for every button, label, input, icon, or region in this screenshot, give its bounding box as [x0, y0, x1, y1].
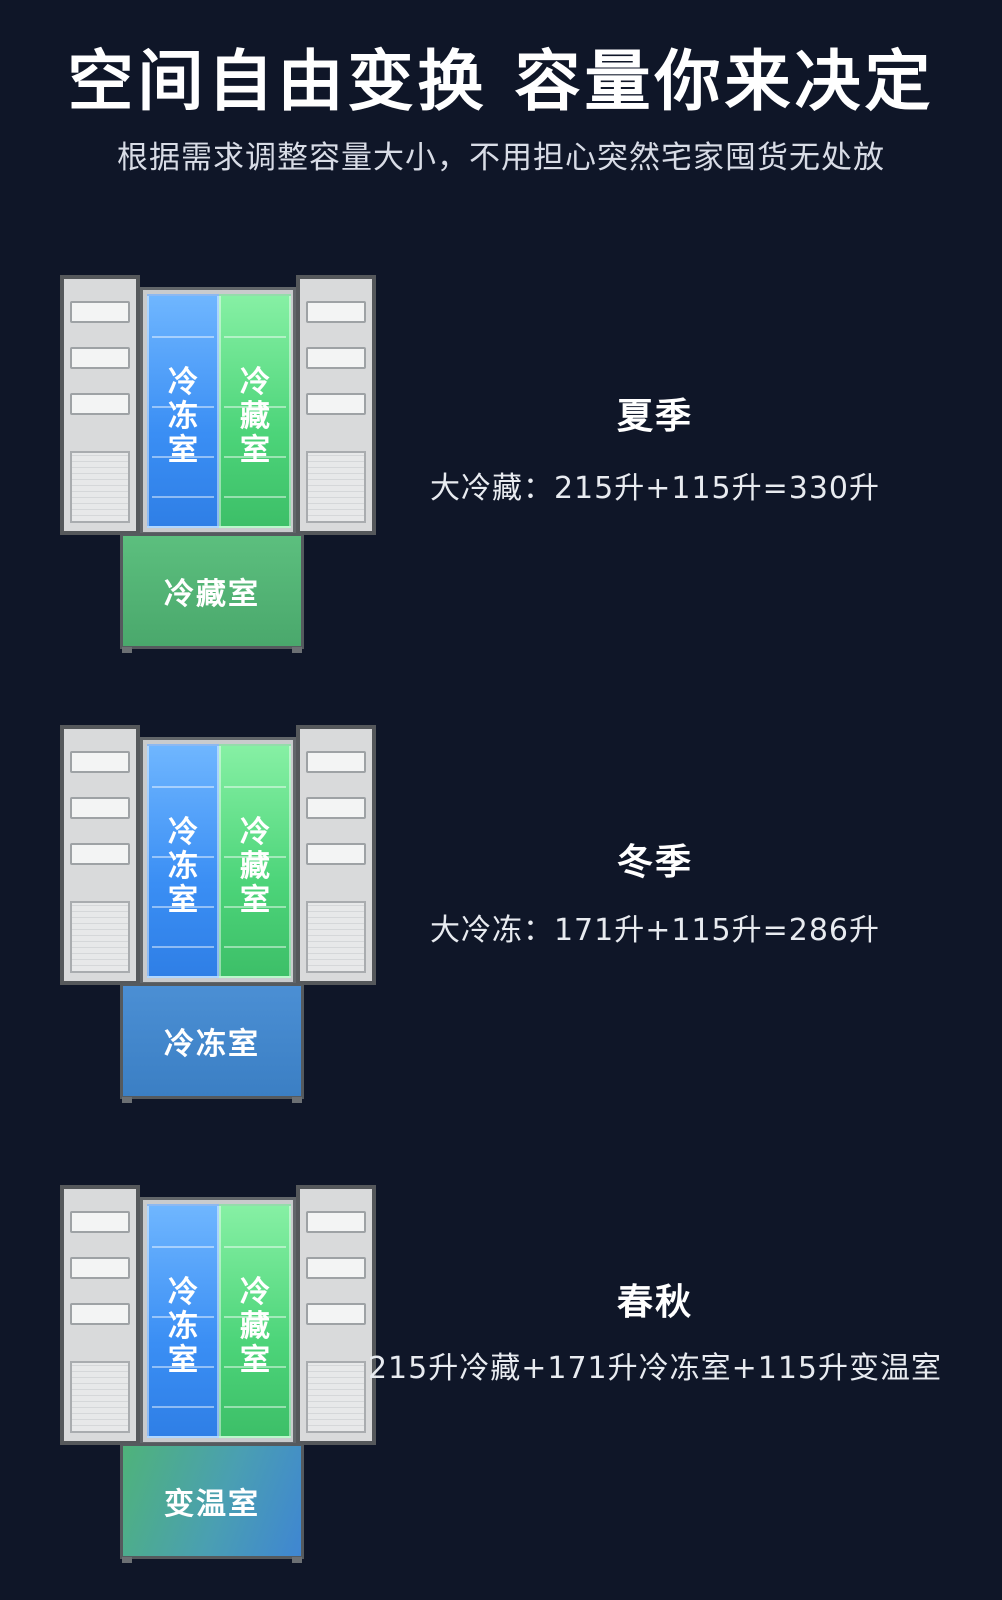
fridge-compartment: 冷藏室 — [219, 744, 291, 978]
fridge-label: 冷藏室 — [240, 365, 270, 468]
fridge-interior: 冷冻室 冷藏室 — [140, 1197, 296, 1445]
fridge-compartment: 冷藏室 — [219, 294, 291, 528]
fridge-compartment: 冷藏室 — [219, 1204, 291, 1438]
left-door — [60, 725, 140, 985]
fridge-interior: 冷冻室 冷藏室 — [140, 287, 296, 535]
capacity-description: 大冷冻：171升+115升=286升 — [429, 913, 881, 948]
fridge-illustration: 冷冻室 冷藏室 变温室 — [60, 1185, 380, 1575]
fridge-illustration: 冷冻室 冷藏室 冷藏室 — [60, 275, 380, 665]
freezer-label: 冷冻室 — [168, 365, 198, 468]
section-spring-autumn: 冷冻室 冷藏室 变温室 春秋 215升冷藏+171升冷冻室+115升变温室 — [0, 1185, 1002, 1585]
section-winter: 冷冻室 冷藏室 冷冻室 冬季 大冷冻：171升+115升=286升 — [0, 725, 1002, 1125]
capacity-description: 215升冷藏+171升冷冻室+115升变温室 — [367, 1351, 943, 1386]
bottom-drawer: 变温室 — [120, 1443, 304, 1559]
left-door — [60, 275, 140, 535]
season-label: 夏季 — [616, 396, 693, 437]
section-summer: 冷冻室 冷藏室 冷藏室 夏季 大冷藏：215升+115升=330升 — [0, 275, 1002, 675]
fridge-interior: 冷冻室 冷藏室 — [140, 737, 296, 985]
page-title: 空间自由变换 容量你来决定 — [67, 43, 935, 120]
season-label: 冬季 — [616, 842, 693, 883]
freezer-compartment: 冷冻室 — [147, 1204, 219, 1438]
bottom-drawer: 冷冻室 — [120, 983, 304, 1099]
freezer-label: 冷冻室 — [168, 1275, 198, 1378]
capacity-description: 大冷藏：215升+115升=330升 — [429, 471, 881, 506]
bottom-drawer: 冷藏室 — [120, 533, 304, 649]
left-door — [60, 1185, 140, 1445]
right-door — [296, 275, 376, 535]
right-door — [296, 1185, 376, 1445]
freezer-compartment: 冷冻室 — [147, 294, 219, 528]
fridge-label: 冷藏室 — [240, 815, 270, 918]
fridge-label: 冷藏室 — [240, 1275, 270, 1378]
season-label: 春秋 — [616, 1282, 693, 1323]
freezer-compartment: 冷冻室 — [147, 744, 219, 978]
right-door — [296, 725, 376, 985]
page-subtitle: 根据需求调整容量大小，不用担心突然宅家囤货无处放 — [117, 140, 885, 176]
freezer-label: 冷冻室 — [168, 815, 198, 918]
fridge-illustration: 冷冻室 冷藏室 冷冻室 — [60, 725, 380, 1115]
